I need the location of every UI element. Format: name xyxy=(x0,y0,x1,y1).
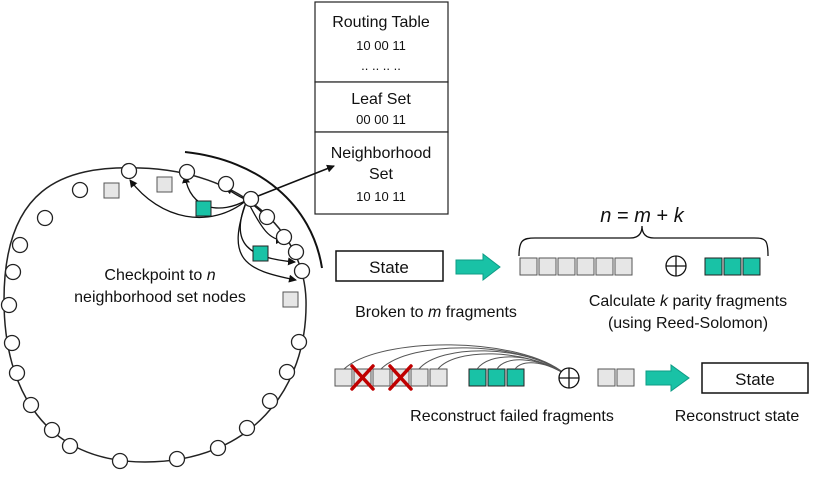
ring-node xyxy=(217,175,235,193)
routing-table-box xyxy=(314,1,449,83)
parity-fragment xyxy=(468,368,487,387)
neighborhood-set-box xyxy=(314,131,449,215)
ring-node xyxy=(36,209,54,227)
ring-node xyxy=(120,162,138,180)
ring-node xyxy=(275,228,293,246)
routing-table-value: 10 00 11 xyxy=(356,38,406,53)
data-fragment xyxy=(519,257,538,276)
ring-node xyxy=(290,333,308,351)
ring-node xyxy=(4,263,22,281)
data-fragment xyxy=(372,368,391,387)
reconstruct-fragments-label: Reconstruct failed fragments xyxy=(410,408,614,425)
ring-node xyxy=(22,396,40,414)
ring-node xyxy=(178,163,196,181)
data-fragment xyxy=(576,257,595,276)
encode-arrow xyxy=(455,252,501,282)
checkpoint-arrow xyxy=(182,175,248,209)
ring-node xyxy=(111,452,129,470)
data-fragment xyxy=(429,368,448,387)
decode-arrow xyxy=(645,364,690,392)
neighborhood-arc xyxy=(184,151,323,269)
checkpoint-arrow xyxy=(129,179,248,219)
state-box-decode xyxy=(701,362,809,394)
ring-node xyxy=(0,296,18,314)
ring-node xyxy=(61,437,79,455)
ring-node xyxy=(238,419,256,437)
data-fragment xyxy=(538,257,557,276)
state-label-encode: State xyxy=(369,258,409,277)
data-fragment xyxy=(614,257,633,276)
checkpoint-label-line1: Checkpoint to n xyxy=(104,267,215,284)
ring-node xyxy=(43,421,61,439)
failed-marks xyxy=(350,364,413,391)
leaf-set-value: 00 00 11 xyxy=(356,112,406,127)
neighborhood-set-value: 10 10 11 xyxy=(356,189,406,204)
parity-fragment xyxy=(723,257,742,276)
parity-fragment xyxy=(742,257,761,276)
data-fragments xyxy=(519,257,633,276)
data-fragment xyxy=(557,257,576,276)
parity-fragments xyxy=(704,257,761,276)
parity-fragment xyxy=(506,368,525,387)
ring-node xyxy=(3,334,21,352)
ring-node xyxy=(209,439,227,457)
checkpoint-label-line2: neighborhood set nodes xyxy=(74,289,246,306)
node-to-table-arrow xyxy=(257,164,335,197)
state-label-decode: State xyxy=(735,370,775,389)
parity-fragment xyxy=(704,257,723,276)
parity-label: Calculate k parity fragments xyxy=(589,293,787,310)
broken-label: Broken to m fragments xyxy=(355,304,517,321)
data-fragment xyxy=(410,368,429,387)
ring-node xyxy=(278,363,296,381)
ring-node xyxy=(242,190,260,208)
leaf-set-title: Leaf Set xyxy=(351,91,411,108)
ring-fragment-gray xyxy=(282,291,299,308)
routing-table-ellipsis: .. .. .. .. xyxy=(361,58,401,73)
recovered-fragment xyxy=(597,368,616,387)
ring-node xyxy=(261,392,279,410)
group-brace xyxy=(518,225,769,257)
ring-node xyxy=(71,181,89,199)
leaf-set-box xyxy=(314,81,449,133)
parity-fragment xyxy=(487,368,506,387)
ring-fragment-teal xyxy=(252,245,269,262)
node-state-table: Routing Table 10 00 11 .. .. .. .. Leaf … xyxy=(314,1,449,215)
ring-node xyxy=(258,208,276,226)
ring-node xyxy=(293,262,311,280)
ring-fragment-gray xyxy=(156,176,173,193)
ring-node xyxy=(168,450,186,468)
ring-fragment-gray xyxy=(103,182,120,199)
ring-node xyxy=(11,236,29,254)
ring-node xyxy=(8,364,26,382)
data-fragment xyxy=(334,368,353,387)
recovered-fragment xyxy=(616,368,635,387)
data-fragment xyxy=(595,257,614,276)
neighborhood-set-title-line1: Neighborhood xyxy=(331,145,432,162)
ring-node xyxy=(287,243,305,261)
reconstruct-arcs xyxy=(343,344,566,375)
parity-note: (using Reed-Solomon) xyxy=(608,315,768,332)
ring-nodes xyxy=(0,162,311,470)
ring-fragment-teal xyxy=(195,200,212,217)
reconstruct-state-label: Reconstruct state xyxy=(675,408,800,425)
formula-label: n = m + k xyxy=(600,205,684,227)
checkpoint-arrow xyxy=(237,199,297,283)
state-box-encode xyxy=(335,250,444,282)
neighborhood-set-title-line2: Set xyxy=(369,166,394,183)
routing-table-title: Routing Table xyxy=(332,14,430,31)
